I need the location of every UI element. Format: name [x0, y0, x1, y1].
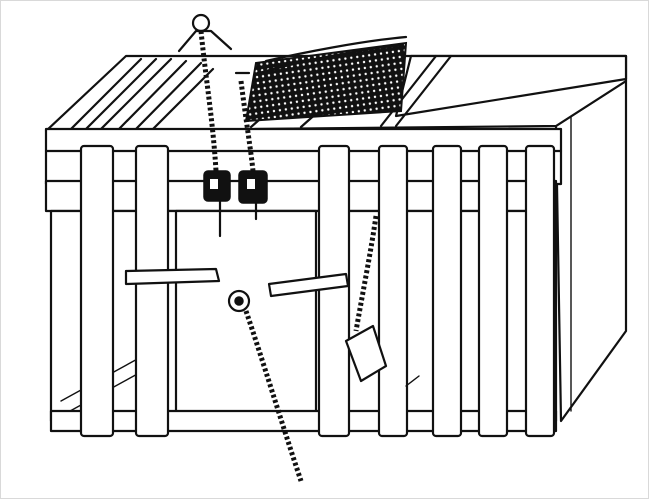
pulley-wheel-icon [191, 13, 211, 33]
right-latch-bar [267, 272, 350, 298]
left-latch-bar [124, 267, 221, 286]
slat [477, 144, 509, 438]
slat [431, 144, 463, 438]
inner-chain-plate [344, 215, 420, 387]
pulley-mechanism [177, 13, 256, 172]
mesh-net [244, 35, 408, 123]
hook-blocks [203, 170, 268, 238]
rope [243, 310, 304, 482]
slat [134, 144, 170, 438]
slat [524, 144, 556, 438]
right-side-panel [554, 79, 628, 423]
slat [317, 144, 351, 438]
bottom-rail [49, 409, 558, 433]
front-header-board [44, 127, 563, 213]
slat [377, 144, 409, 438]
inner-chain [353, 215, 379, 332]
slat [79, 144, 115, 438]
lift-chain [238, 80, 256, 172]
hanging-plate [344, 324, 388, 383]
hanging-rope [227, 289, 304, 482]
latch-bars [124, 267, 350, 298]
